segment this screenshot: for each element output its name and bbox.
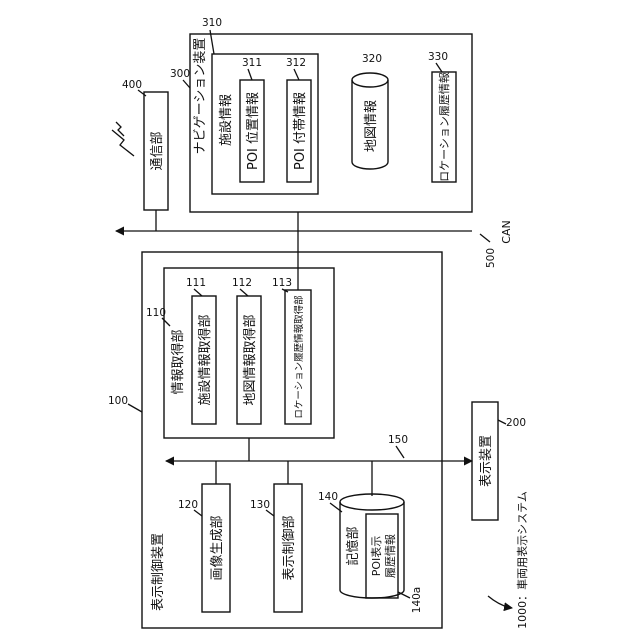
system-label-arrow: [488, 596, 512, 608]
map-acquisition-ref: 112: [232, 277, 252, 289]
map-info-database: 地図情報: [352, 73, 388, 169]
poi-history-line1: POI表示: [369, 536, 383, 577]
info-acquisition-ref: 110: [146, 307, 166, 319]
navigation-device-title: ナビゲーション装置: [193, 38, 208, 155]
storage-ref: 140: [318, 491, 338, 503]
location-history-leader: [436, 63, 442, 72]
can-bus-leader: [480, 234, 490, 242]
can-bus: CAN 500: [116, 210, 513, 290]
location-acquisition-label: ロケーション履歴情報取得部: [293, 295, 305, 418]
location-acquisition-ref: 113: [272, 277, 292, 289]
map-info-cylinder-top: [352, 73, 388, 87]
display-control-ref: 130: [250, 499, 270, 511]
storage-database: 記憶部 POI表示 履歴情報: [340, 494, 404, 598]
facility-info-ref: 310: [202, 17, 222, 29]
location-history-label: ロケーション履歴情報: [438, 72, 451, 182]
navigation-device-ref: 300: [170, 68, 190, 80]
poi-position-ref: 311: [242, 57, 262, 69]
display-control-device-ref: 100: [108, 395, 128, 407]
display-device-ref: 200: [506, 417, 526, 429]
poi-incidental-label: POI 付帯情報: [293, 92, 308, 170]
map-acquisition-label: 地図情報取得部: [242, 314, 258, 405]
internal-bus-leader: [396, 446, 404, 458]
poi-history-line2: 履歴情報: [384, 534, 397, 578]
poi-incidental-leader: [294, 69, 299, 80]
facility-acquisition-leader: [194, 289, 202, 296]
communication-unit-label: 通信部: [150, 131, 165, 170]
map-info-ref: 320: [362, 53, 382, 65]
poi-position-label: POI 位置情報: [246, 92, 261, 170]
facility-acquisition-ref: 111: [186, 277, 206, 289]
can-bus-ref: 500: [485, 248, 497, 268]
location-history-ref: 330: [428, 51, 448, 63]
poi-incidental-ref: 312: [286, 57, 306, 69]
wireless-signal-icon: [112, 130, 134, 156]
can-bus-label: CAN: [500, 220, 513, 243]
info-acquisition-leader: [162, 318, 170, 326]
communication-unit-ref: 400: [122, 79, 142, 91]
poi-history-leader: [398, 592, 410, 598]
display-device-label: 表示装置: [479, 435, 494, 487]
image-generation-ref: 120: [178, 499, 198, 511]
image-generation-label: 画像生成部: [210, 515, 225, 580]
facility-info-title: 施設情報: [218, 94, 234, 146]
map-acquisition-leader: [240, 289, 248, 296]
display-device-leader: [498, 420, 506, 424]
storage-cylinder-top: [340, 494, 404, 510]
info-acquisition-title: 情報取得部: [170, 329, 186, 394]
facility-acquisition-label: 施設情報取得部: [197, 314, 213, 405]
internal-bus-ref: 150: [388, 434, 408, 446]
system-label: 1000：車両用表示システム: [515, 491, 529, 629]
display-control-device: 表示制御装置 100 情報取得部 110 施設情報取得部 111 地図情報取得部…: [108, 252, 472, 628]
navigation-device-leader: [183, 80, 190, 88]
display-control-label: 表示制御部: [282, 515, 297, 580]
system-label-group: 1000：車両用表示システム: [488, 491, 529, 629]
map-info-label: 地図情報: [364, 100, 379, 152]
display-control-device-leader: [128, 404, 142, 412]
display-control-device-title: 表示制御装置: [151, 533, 166, 611]
navigation-device: ナビゲーション装置 300 施設情報 310 POI 位置情報 311 POI …: [170, 17, 472, 212]
communication-unit: 通信部 400: [112, 79, 168, 210]
poi-position-leader: [248, 69, 252, 80]
poi-history-ref: 140a: [411, 587, 423, 613]
storage-label: 記憶部: [345, 526, 361, 565]
